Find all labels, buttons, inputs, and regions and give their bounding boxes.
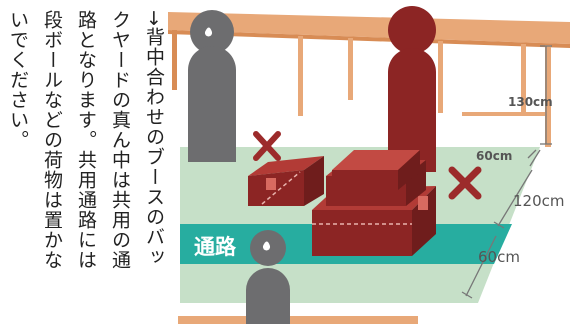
sweat-drop-icon [204,27,213,37]
person-red-back [388,6,436,172]
cardboard-box-small [248,156,324,206]
sweat-drop-icon [262,241,271,251]
cross-mark-icon [448,166,482,200]
notice-line-2: クヤードの真ん中は共用の通 [109,10,131,270]
cross-mark-icon [253,131,281,161]
person-gray-back [188,10,236,162]
notice-line-5: いでください。 [7,10,29,150]
dimension-depth-middle: 120cm [513,192,565,210]
dimension-depth-bottom: 60cm [478,248,520,266]
dimension-depth-top: 60cm [476,149,512,163]
aisle-label: 通路 [194,235,237,259]
notice-line-3: 路となります。共用通路には [75,10,97,270]
person-gray-front [246,230,290,324]
back-table [168,12,570,147]
dimension-lines [461,45,552,299]
dimension-table-height: 130cm [508,95,553,109]
notice-line-4: 段ボールなどの荷物は置かな [41,10,63,270]
cardboard-box-top [332,150,420,190]
floor-front-edge [178,316,418,324]
notice-line-1: →背中合わせのブースのバッ [143,10,165,267]
